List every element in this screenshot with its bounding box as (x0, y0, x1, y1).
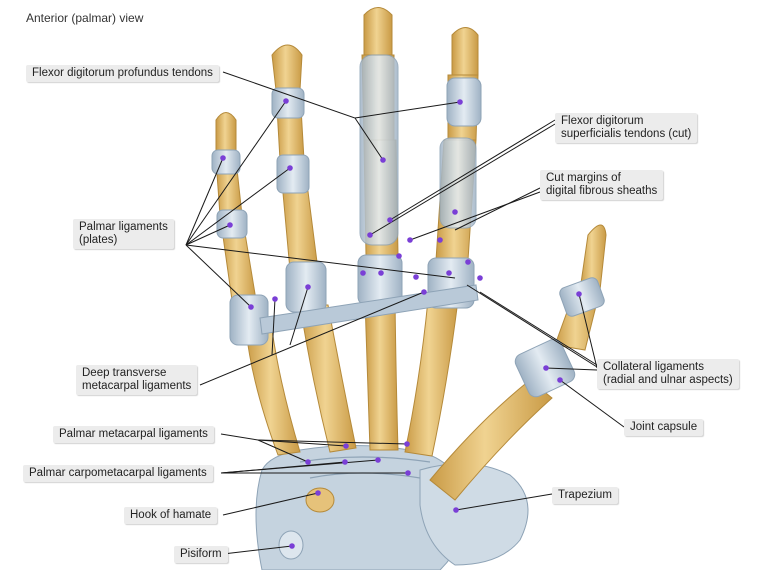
little-finger (211, 112, 269, 346)
label-text: Palmar metacarpal ligaments (59, 428, 208, 440)
label-text: Flexor digitorum profundus tendons (32, 67, 213, 79)
thumb (514, 224, 607, 398)
label-text: Collateral ligaments (603, 361, 704, 373)
label-text: digital fibrous sheaths (546, 185, 658, 197)
label-trapezium: Trapezium (552, 487, 618, 504)
label-text: Palmar ligaments (79, 221, 168, 233)
deep-transverse-band (259, 284, 479, 335)
label-palmar-carpometacarpal-ligaments: Palmar carpometacarpal ligaments (23, 465, 213, 482)
label-text: metacarpal ligaments (82, 380, 192, 392)
label-markers (220, 98, 582, 549)
label-text: Pisiform (180, 548, 222, 560)
metacarpals (245, 299, 553, 501)
label-palmar-metacarpal-ligaments: Palmar metacarpal ligaments (53, 426, 214, 443)
label-text: Flexor digitorum (561, 115, 644, 127)
label-text: Joint capsule (630, 421, 698, 433)
label-text: Hook of hamate (130, 509, 212, 521)
carpal-region (255, 444, 529, 571)
label-text: Cut margins of (546, 172, 621, 184)
label-flexor-digitorum-superficialis: Flexor digitorum superficialis tendons (… (555, 113, 698, 143)
label-deep-transverse-metacarpal: Deep transverse metacarpal ligaments (76, 365, 198, 395)
label-text: (radial and ulnar aspects) (603, 374, 733, 386)
label-text: Trapezium (558, 489, 612, 501)
label-text: (plates) (79, 234, 118, 246)
label-palmar-ligaments-plates: Palmar ligaments (plates) (73, 219, 174, 249)
label-text: Palmar carpometacarpal ligaments (29, 467, 207, 479)
index-finger (427, 27, 482, 309)
view-title: Anterior (palmar) view (26, 11, 144, 25)
label-text: Deep transverse (82, 367, 167, 379)
ring-finger (271, 44, 327, 313)
label-joint-capsule: Joint capsule (624, 419, 704, 436)
middle-finger (357, 7, 403, 306)
label-cut-margins: Cut margins of digital fibrous sheaths (540, 170, 664, 200)
label-pisiform: Pisiform (174, 546, 228, 563)
leader-lines (185, 71, 625, 555)
label-flexor-digitorum-profundus: Flexor digitorum profundus tendons (26, 65, 219, 82)
label-text: superficialis tendons (cut) (561, 128, 692, 140)
label-collateral-ligaments: Collateral ligaments (radial and ulnar a… (597, 359, 739, 389)
label-hook-of-hamate: Hook of hamate (124, 507, 218, 524)
